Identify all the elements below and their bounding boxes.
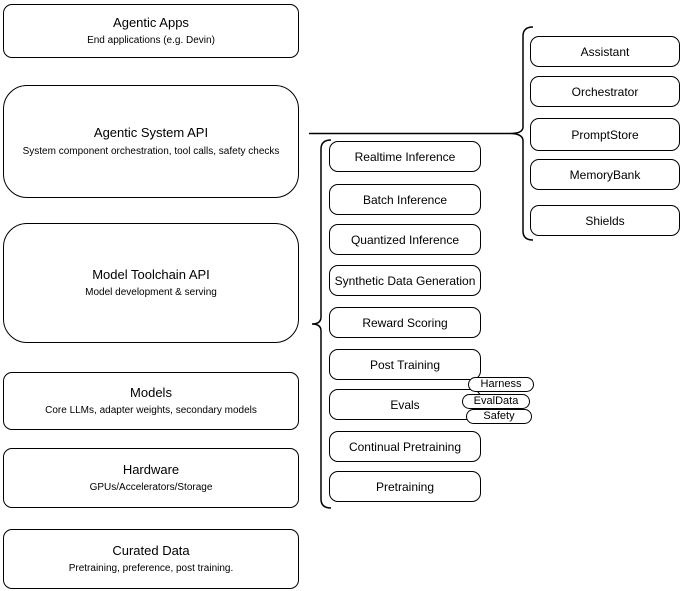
layer-model-toolchain-api: Model Toolchain API Model development & … [3, 223, 299, 343]
tag-label: Harness [480, 378, 522, 390]
layer-subtitle: Pretraining, preference, post training. [68, 563, 234, 575]
layer-subtitle: Core LLMs, adapter weights, secondary mo… [45, 405, 257, 417]
component-label: Batch Inference [362, 192, 448, 207]
layer-title: Hardware [122, 461, 180, 477]
layer-title: Model Toolchain API [92, 266, 210, 282]
component-evals: Evals [329, 389, 481, 420]
layer-hardware: Hardware GPUs/Accelerators/Storage [3, 448, 299, 508]
component-realtime-inference: Realtime Inference [329, 141, 481, 172]
component-orchestrator: Orchestrator [530, 76, 680, 107]
component-batch-inference: Batch Inference [329, 184, 481, 215]
layer-agentic-system-api: Agentic System API System component orch… [3, 85, 299, 198]
component-pretraining: Pretraining [329, 471, 481, 502]
layer-subtitle: System component orchestration, tool cal… [22, 145, 280, 157]
component-label: Continual Pretraining [348, 439, 462, 454]
tag-safety: Safety [466, 409, 532, 424]
tag-evaldata: EvalData [462, 394, 530, 409]
tag-label: EvalData [473, 395, 519, 407]
layer-title: Agentic Apps [113, 14, 189, 30]
tag-label: Safety [483, 410, 515, 422]
component-label: Orchestrator [571, 84, 639, 99]
layer-subtitle: Model development & serving [85, 287, 217, 299]
component-label: Shields [585, 213, 625, 228]
component-promptstore: PromptStore [530, 118, 680, 151]
component-post-training: Post Training [329, 349, 481, 380]
component-synthetic-data-generation: Synthetic Data Generation [329, 265, 481, 296]
component-assistant: Assistant [530, 36, 680, 67]
layer-subtitle: End applications (e.g. Devin) [87, 35, 215, 47]
layer-title: Agentic System API [93, 125, 209, 141]
component-continual-pretraining: Continual Pretraining [329, 431, 481, 462]
component-label: PromptStore [571, 127, 639, 142]
toolchain-brace [311, 139, 332, 509]
layer-models: Models Core LLMs, adapter weights, secon… [3, 372, 299, 430]
component-label: MemoryBank [569, 167, 641, 182]
component-label: Realtime Inference [354, 149, 456, 164]
layer-title: Curated Data [112, 542, 190, 558]
component-shields: Shields [530, 205, 680, 236]
layer-subtitle: GPUs/Accelerators/Storage [89, 482, 213, 494]
component-label: Synthetic Data Generation [334, 273, 476, 288]
component-label: Assistant [580, 44, 630, 59]
layer-title: Models [130, 384, 172, 400]
component-memorybank: MemoryBank [530, 159, 680, 190]
layer-agentic-apps: Agentic Apps End applications (e.g. Devi… [3, 4, 299, 58]
component-reward-scoring: Reward Scoring [329, 307, 481, 338]
component-label: Quantized Inference [350, 232, 460, 247]
layer-curated-data: Curated Data Pretraining, preference, po… [3, 529, 299, 589]
component-quantized-inference: Quantized Inference [329, 224, 481, 255]
component-label: Pretraining [375, 479, 435, 494]
component-label: Evals [390, 397, 420, 412]
component-label: Reward Scoring [362, 315, 448, 330]
component-label: Post Training [369, 357, 441, 372]
tag-harness: Harness [468, 377, 534, 392]
